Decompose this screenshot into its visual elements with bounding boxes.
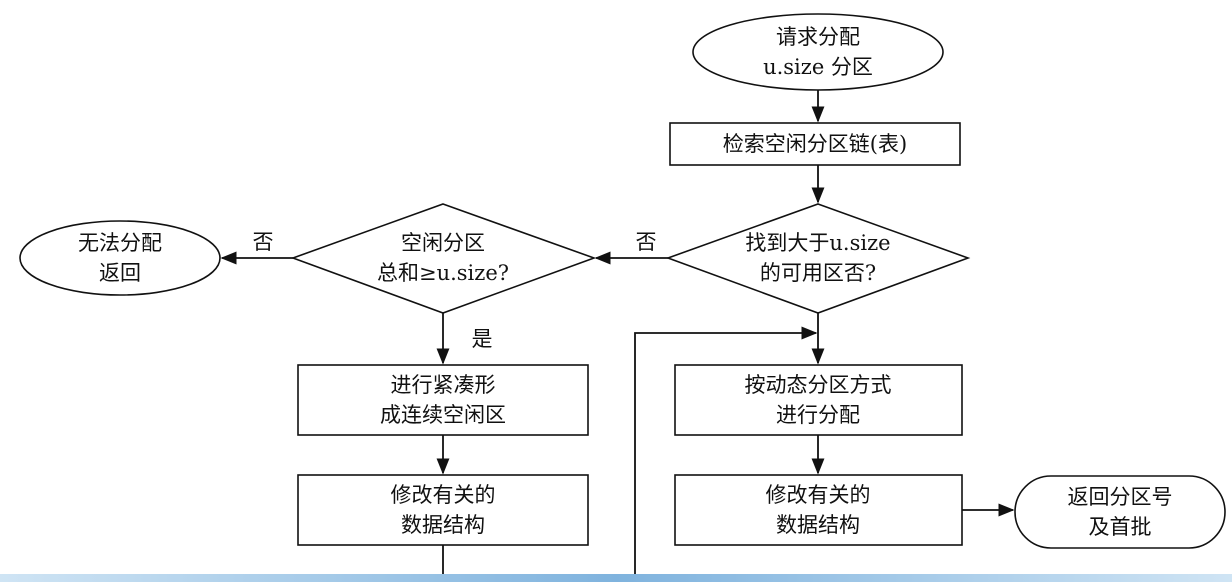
search-box bbox=[669, 122, 961, 166]
return-terminal bbox=[1014, 475, 1226, 549]
modify-left-label: 修改有关的 数据结构 bbox=[391, 480, 496, 540]
return-line2: 及首批 bbox=[1088, 515, 1152, 539]
fail-line2: 返回 bbox=[99, 261, 141, 285]
modify-left-line2: 数据结构 bbox=[401, 513, 485, 537]
modify-right-line1: 修改有关的 bbox=[765, 483, 871, 507]
found-line1: 找到大于u.size bbox=[745, 231, 891, 255]
edge-label-no-total: 否 bbox=[252, 230, 274, 254]
modify-left-line1: 修改有关的 bbox=[390, 483, 496, 507]
total-label: 空闲分区 总和≥u.size? bbox=[377, 228, 509, 288]
fail-line1: 无法分配 bbox=[78, 231, 162, 255]
allocate-line2: 进行分配 bbox=[776, 403, 860, 427]
found-line2: 的可用区否? bbox=[759, 261, 877, 285]
edge-label-yes-total: 是 bbox=[471, 327, 493, 351]
return-line1: 返回分区号 bbox=[1067, 485, 1173, 509]
total-line2: 总和≥u.size? bbox=[376, 261, 510, 285]
found-label: 找到大于u.size 的可用区否? bbox=[745, 228, 890, 288]
search-line1: 检索空闲分区链(表) bbox=[722, 132, 908, 156]
fail-label: 无法分配 返回 bbox=[78, 228, 162, 288]
start-label: 请求分配 u.size 分区 bbox=[763, 22, 873, 82]
start-line2: u.size 分区 bbox=[763, 55, 873, 79]
bottom-stripe bbox=[0, 574, 1232, 582]
modify-right-label: 修改有关的 数据结构 bbox=[766, 480, 871, 540]
return-label: 返回分区号 及首批 bbox=[1068, 482, 1173, 542]
fail-ellipse bbox=[19, 220, 221, 296]
start-line1: 请求分配 bbox=[776, 25, 860, 49]
edge-label-no-found: 否 bbox=[635, 230, 657, 254]
compact-line1: 进行紧凑形 bbox=[390, 373, 496, 397]
allocate-line1: 按动态分区方式 bbox=[744, 373, 892, 397]
total-line1: 空闲分区 bbox=[400, 231, 485, 255]
compact-line2: 成连续空闲区 bbox=[380, 403, 506, 427]
compact-label: 进行紧凑形 成连续空闲区 bbox=[380, 370, 506, 430]
search-label: 检索空闲分区链(表) bbox=[723, 129, 907, 159]
modify-right-line2: 数据结构 bbox=[776, 513, 860, 537]
allocate-label: 按动态分区方式 进行分配 bbox=[745, 370, 892, 430]
